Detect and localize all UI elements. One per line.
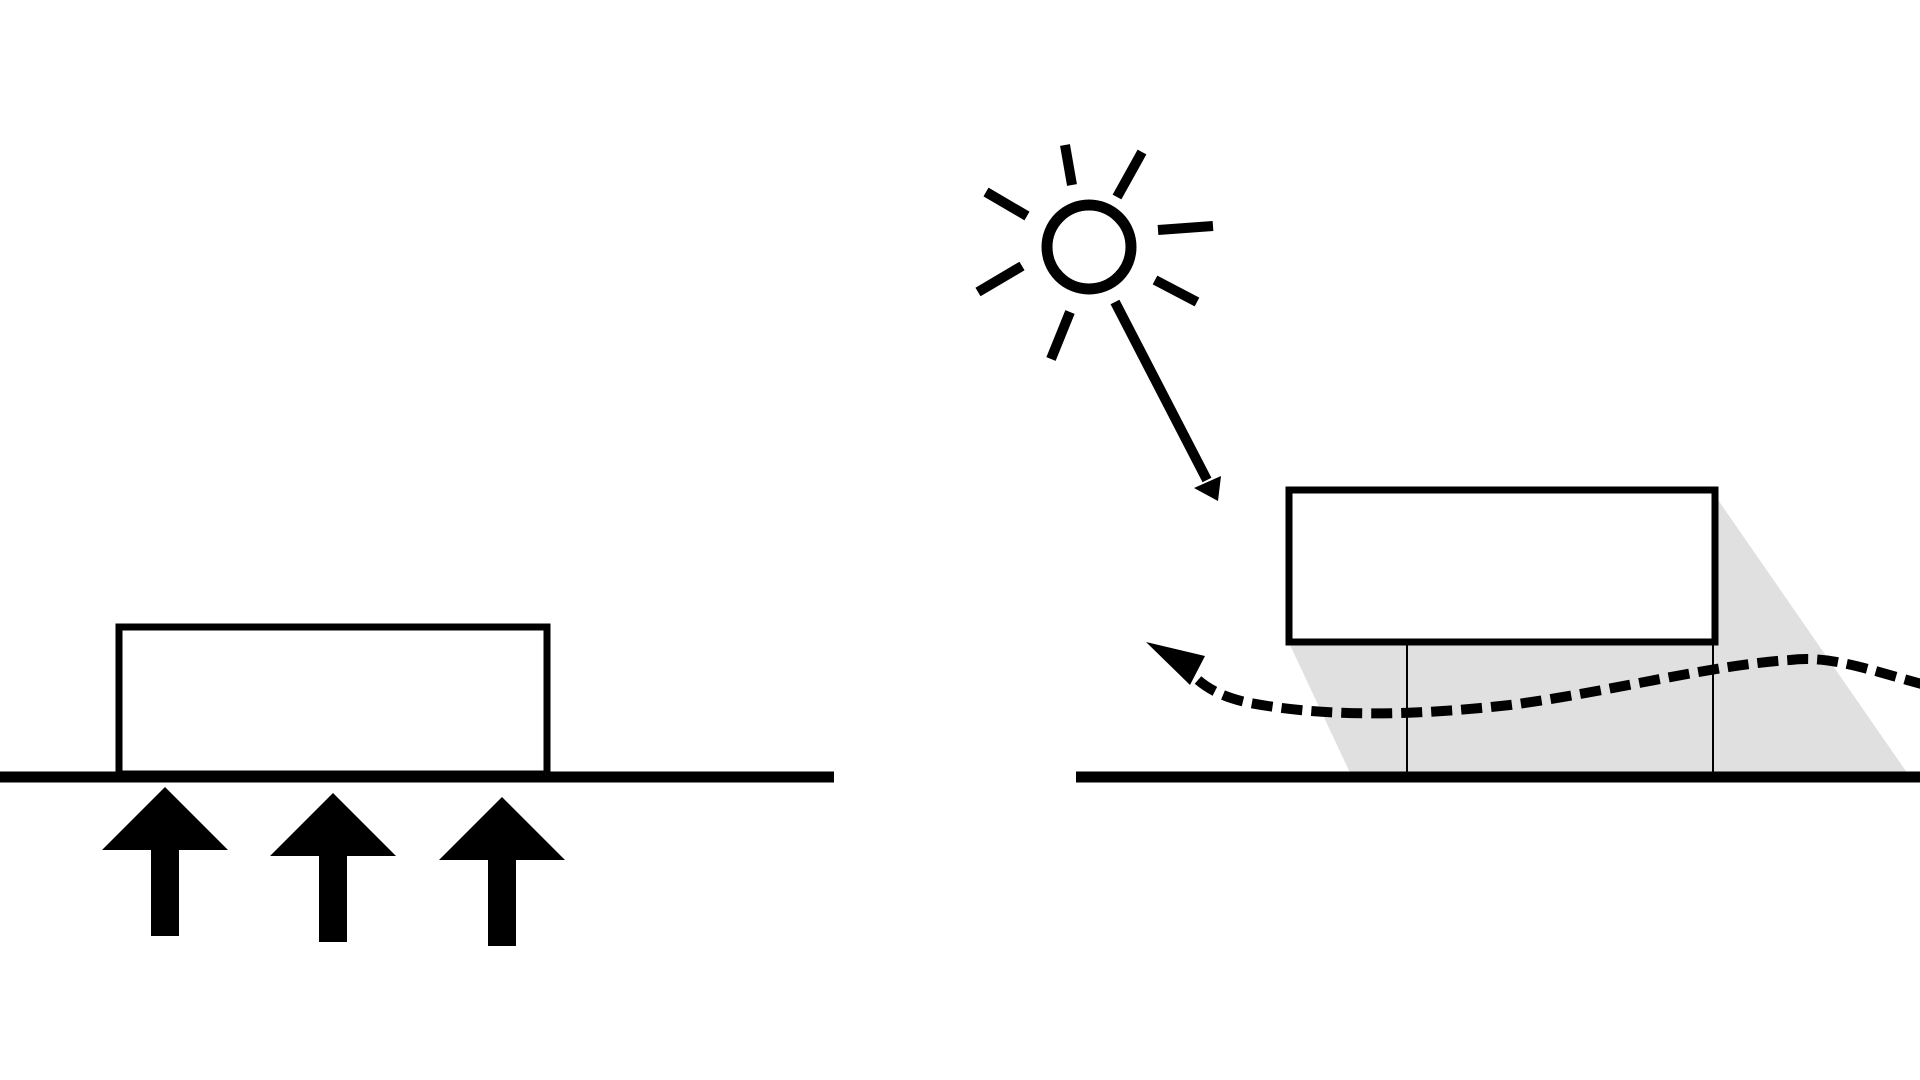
arrow-up-icon (270, 793, 396, 942)
raised-building (1285, 486, 1719, 646)
upward-heat-arrows (102, 787, 565, 946)
sun-icon (975, 144, 1214, 361)
arrow-up-icon (439, 797, 565, 946)
airflow-dashed-arrow (1146, 642, 1920, 719)
panel-ground-heat (0, 623, 834, 946)
wind-arrow-icon (1194, 654, 1920, 719)
sun-ray-arrow (1110, 299, 1221, 501)
slab-building (115, 623, 551, 778)
airflow-arrowhead (1146, 642, 1205, 685)
panel-raised-shade (975, 144, 1920, 783)
arrow-up-icon (102, 787, 228, 936)
